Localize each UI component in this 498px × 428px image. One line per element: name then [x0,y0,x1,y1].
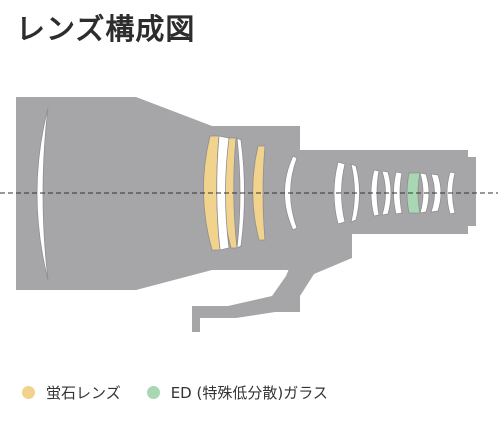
legend-label-ed: ED (特殊低分散)ガラス [170,384,328,402]
lens-element-c [284,155,298,231]
legend-item-fluorite: 蛍石レンズ [22,382,121,403]
legend-item-ed: ED (特殊低分散)ガラス [146,382,328,403]
lens-element-h [393,171,403,215]
lens-barrel [16,97,476,332]
lens-element-f [370,169,380,217]
ed-swatch-icon [146,386,160,399]
fluorite-swatch-icon [22,386,35,399]
page-title: レンズ構成図 [16,12,196,46]
legend-label-fluorite: 蛍石レンズ [46,384,121,402]
front-lens-element [36,107,49,281]
legend: 蛍石レンズ ED (特殊低分散)ガラス [22,382,354,403]
lens-element-a [216,135,230,251]
